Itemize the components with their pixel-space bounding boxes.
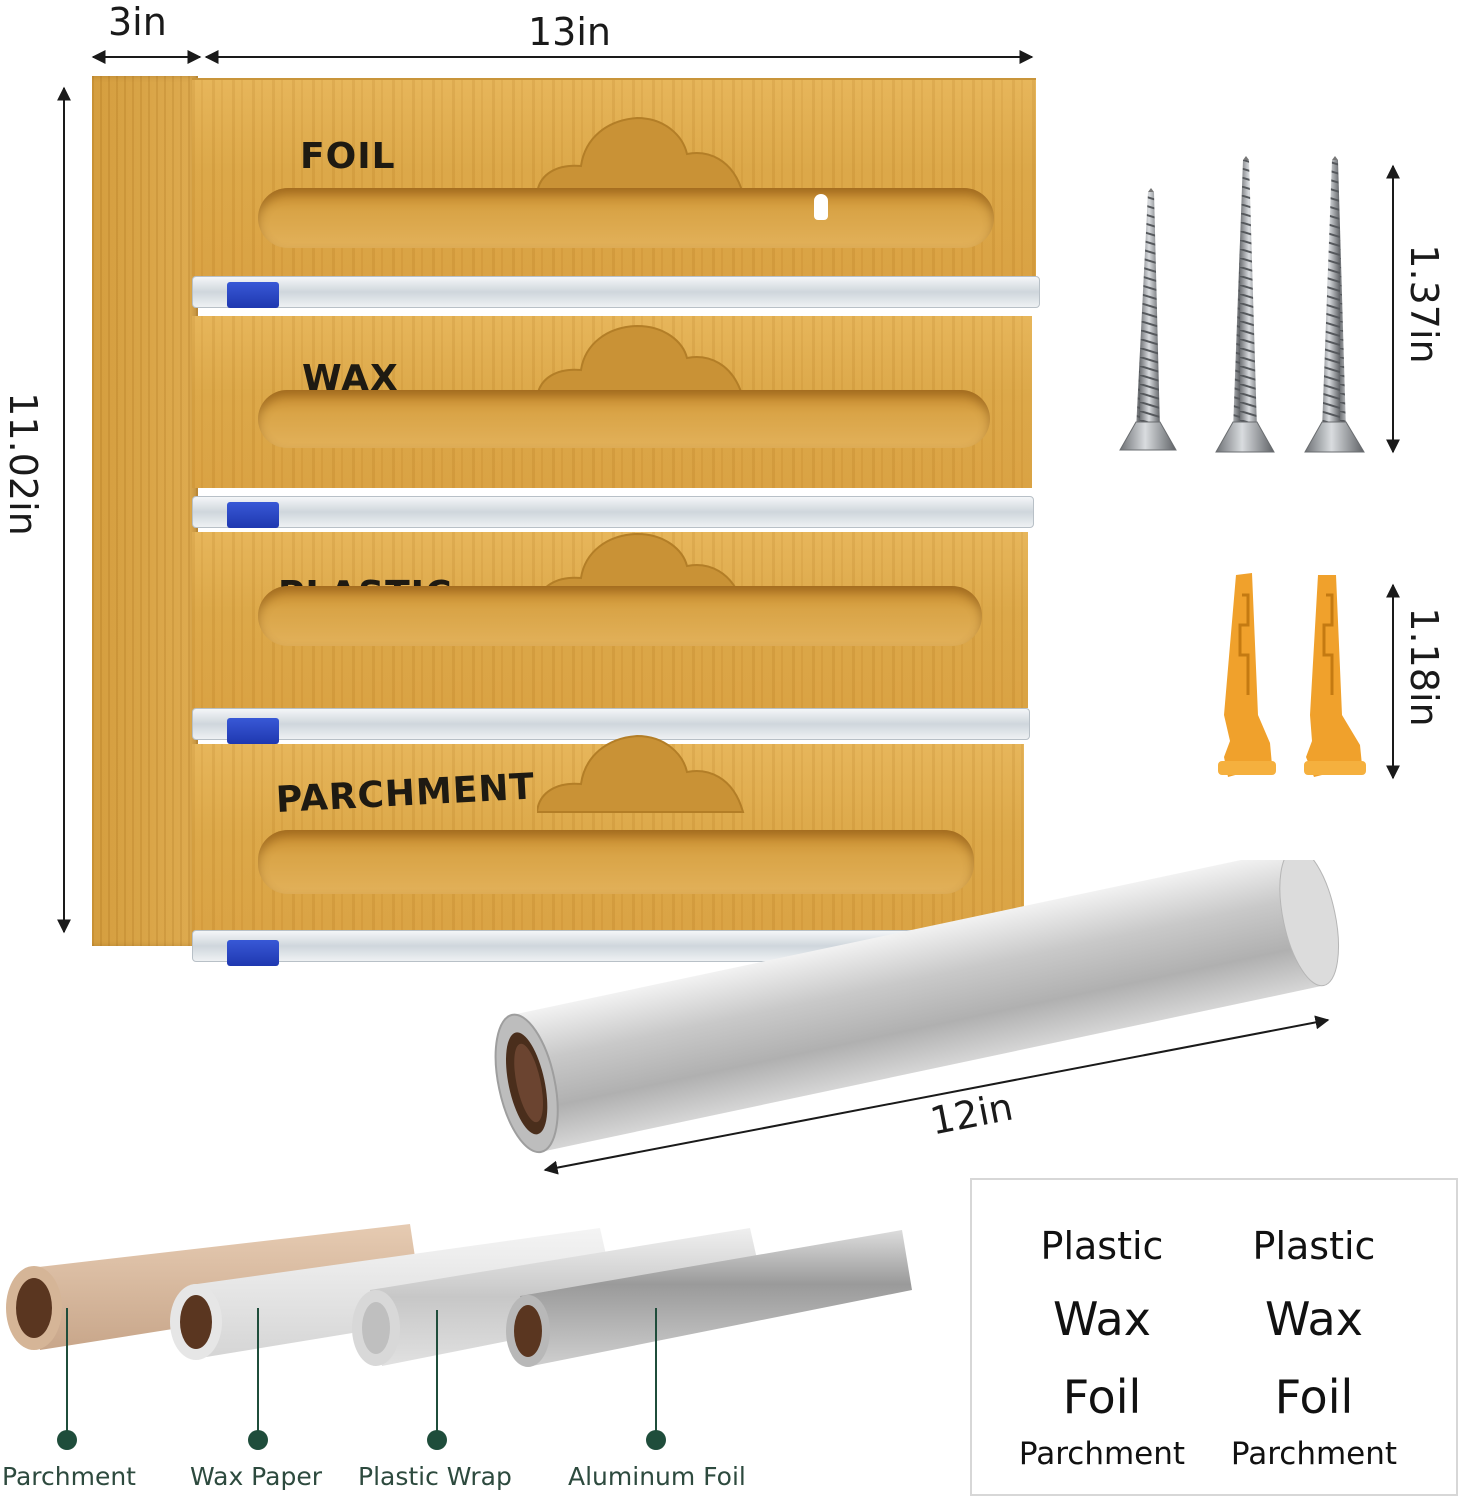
- callout-stem: [257, 1308, 259, 1438]
- height-label: 11.02in: [1, 392, 45, 536]
- callout-stem: [66, 1308, 68, 1438]
- cloud-cutout: [537, 116, 745, 195]
- screw-set: [1119, 156, 1365, 453]
- anchor-set: [1218, 573, 1366, 777]
- dispenser-slot-foil: [258, 188, 994, 248]
- callout-dot: [57, 1430, 77, 1450]
- roll-label-aluminum-foil: Aluminum Foil: [568, 1462, 746, 1491]
- callout-dot: [248, 1430, 268, 1450]
- cutter-slider-wax[interactable]: [227, 502, 279, 528]
- dispenser-slot-plastic: [258, 586, 982, 646]
- screw-icon: [1304, 156, 1365, 453]
- sticker-label: Plastic: [1040, 1224, 1164, 1268]
- wall-mount-keyhole: [814, 194, 828, 220]
- dispenser-slot-parchment: [258, 830, 974, 894]
- label-sticker-sheet: Plastic Wax Foil Parchment Plastic Wax F…: [970, 1178, 1458, 1496]
- screw-icon: [1215, 156, 1275, 453]
- sticker-label: Plastic: [1252, 1224, 1376, 1268]
- section-label-foil: FOIL: [300, 136, 396, 177]
- roll-dimension-line: [543, 1015, 1330, 1175]
- dispenser-slot-wax: [258, 390, 990, 448]
- wall-anchor-icon: [1304, 575, 1366, 777]
- dispenser-side-panel: [92, 76, 198, 946]
- wrap-dispenser: FOIL WAX PLASTIC PARCHMENT: [92, 76, 1040, 982]
- cutter-slider-parchment[interactable]: [227, 940, 279, 966]
- roll-types-illustration: [6, 1224, 912, 1367]
- cutter-slider-foil[interactable]: [227, 282, 279, 308]
- sticker-label: Parchment: [1018, 1436, 1186, 1472]
- callout-dot: [427, 1430, 447, 1450]
- cloud-cutout: [537, 324, 745, 399]
- screw-icon: [1119, 188, 1177, 451]
- cutter-bar-foil[interactable]: [192, 276, 1040, 308]
- cutter-bar-plastic[interactable]: [192, 708, 1030, 740]
- callout-dot: [646, 1430, 666, 1450]
- sticker-label: Parchment: [1230, 1436, 1398, 1472]
- aluminum-foil-roll-icon: [506, 1230, 912, 1367]
- sticker-label: Foil: [1062, 1370, 1142, 1424]
- roll-label-plastic-wrap: Plastic Wrap: [358, 1462, 512, 1491]
- callout-stem: [436, 1310, 438, 1438]
- sticker-label: Wax: [1053, 1292, 1151, 1346]
- roll-label-parchment: Parchment: [2, 1462, 136, 1491]
- sample-foil-roll: [494, 860, 1339, 1154]
- anchor-length-label: 1.18in: [1402, 607, 1446, 727]
- width-label: 13in: [528, 10, 611, 54]
- cutter-slider-plastic[interactable]: [227, 718, 279, 744]
- cloud-cutout: [537, 734, 745, 813]
- callout-stem: [655, 1308, 657, 1438]
- screw-length-label: 1.37in: [1402, 244, 1446, 364]
- sticker-label: Foil: [1274, 1370, 1354, 1424]
- sticker-label: Wax: [1265, 1292, 1363, 1346]
- roll-label-wax-paper: Wax Paper: [190, 1462, 322, 1491]
- depth-label: 3in: [108, 0, 167, 44]
- cutter-bar-wax[interactable]: [192, 496, 1034, 528]
- wall-anchor-icon: [1218, 573, 1276, 777]
